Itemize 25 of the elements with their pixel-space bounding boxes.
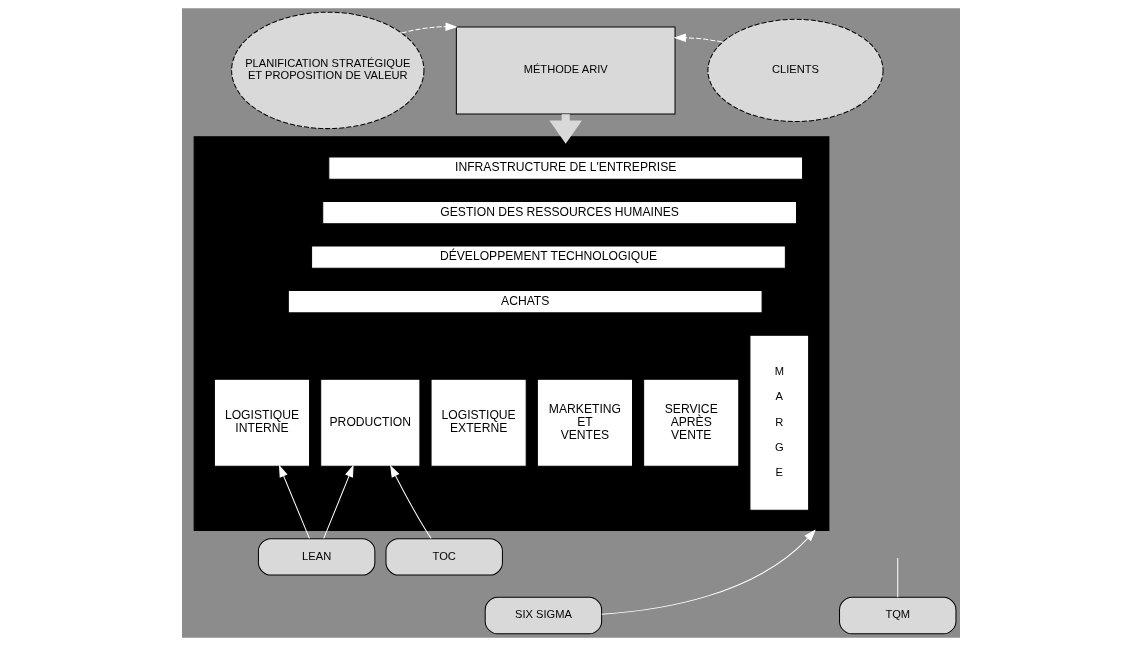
node-box: SERVICE APRÈS VENTE — [643, 378, 740, 467]
node-box: GESTION DES RESSOURCES HUMAINES — [322, 201, 797, 225]
node-box: INFRASTRUCTURE DE L'ENTREPRISE — [328, 156, 804, 180]
arrow — [323, 464, 354, 539]
node-ellipse: PLANIFICATION STRATÉGIQUE ET PROPOSITION DE VALEUR — [231, 11, 425, 130]
arrow — [601, 529, 816, 615]
cluster — [193, 136, 830, 532]
node-box: ACHATS — [287, 290, 763, 314]
arrow — [279, 464, 310, 539]
node-box: TOC — [385, 538, 503, 576]
node-box: MÉTHODE ARIV — [455, 26, 676, 115]
arrow — [673, 33, 723, 43]
node-box: PRODUCTION — [320, 378, 421, 467]
node-box: MARKETING ET VENTES — [536, 378, 633, 467]
node-box: LEAN — [257, 538, 376, 576]
connector — [897, 557, 899, 598]
arrow — [390, 465, 432, 539]
node-box: SIX SIGMA — [484, 596, 603, 635]
node-box: LOGISTIQUE EXTERNE — [430, 378, 527, 467]
node-box: LOGISTIQUE INTERNE — [213, 378, 311, 467]
node-ellipse: CLIENTS — [707, 18, 884, 123]
arrow — [401, 22, 458, 34]
node-box: TQM — [839, 596, 957, 635]
node-box: DÉVELOPPEMENT TECHNOLOGIQUE — [311, 245, 786, 269]
node-box: M A R G E — [749, 334, 810, 511]
